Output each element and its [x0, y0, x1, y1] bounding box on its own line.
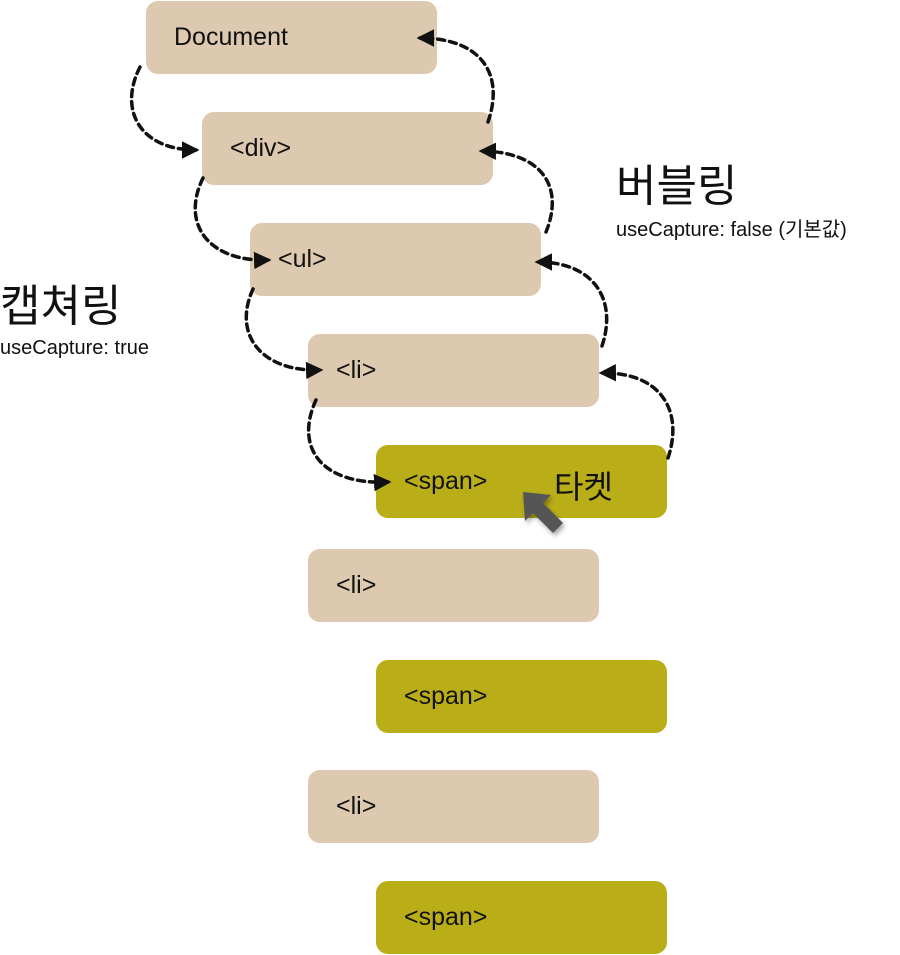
- node-span-target: <span>: [376, 445, 667, 518]
- bubble-arrow-ul-div: [478, 142, 555, 234]
- node-li-3: <li>: [308, 770, 599, 843]
- node-li-2-label: <li>: [336, 571, 377, 599]
- node-span-2: <span>: [376, 660, 667, 733]
- node-li-3-label: <li>: [336, 792, 377, 820]
- capturing-subtitle: useCapture: true: [0, 337, 149, 359]
- node-div-label: <div>: [230, 134, 292, 162]
- node-li-label: <li>: [336, 356, 377, 384]
- bubbling-subtitle: useCapture: false (기본값): [616, 219, 847, 241]
- capture-arrow-ul-li: [244, 287, 324, 380]
- cursor-icon: [523, 492, 563, 533]
- node-ul-label: <ul>: [278, 245, 327, 273]
- node-li-2: <li>: [308, 549, 599, 622]
- bubble-arrow-li-ul: [534, 253, 609, 348]
- capture-arrow-div-ul: [193, 176, 272, 270]
- capturing-title: 캡쳐링: [0, 281, 122, 332]
- node-span-3: <span>: [376, 881, 667, 954]
- node-document: Document: [146, 1, 437, 74]
- node-div: <div>: [202, 112, 493, 185]
- bubble-arrow-span-li: [598, 364, 675, 460]
- capture-arrow-li-span: [306, 398, 392, 492]
- bubbling-title: 버블링: [616, 161, 738, 212]
- node-span-2-label: <span>: [404, 682, 488, 710]
- node-span-target-label: <span>: [404, 467, 488, 495]
- target-label: 타켓: [554, 468, 613, 506]
- node-li: <li>: [308, 334, 599, 407]
- node-span-3-label: <span>: [404, 903, 488, 931]
- bubble-arrow-div-document: [416, 29, 495, 124]
- node-document-label: Document: [174, 23, 288, 51]
- capture-arrow-document-div: [129, 65, 200, 159]
- node-ul: <ul>: [250, 223, 541, 296]
